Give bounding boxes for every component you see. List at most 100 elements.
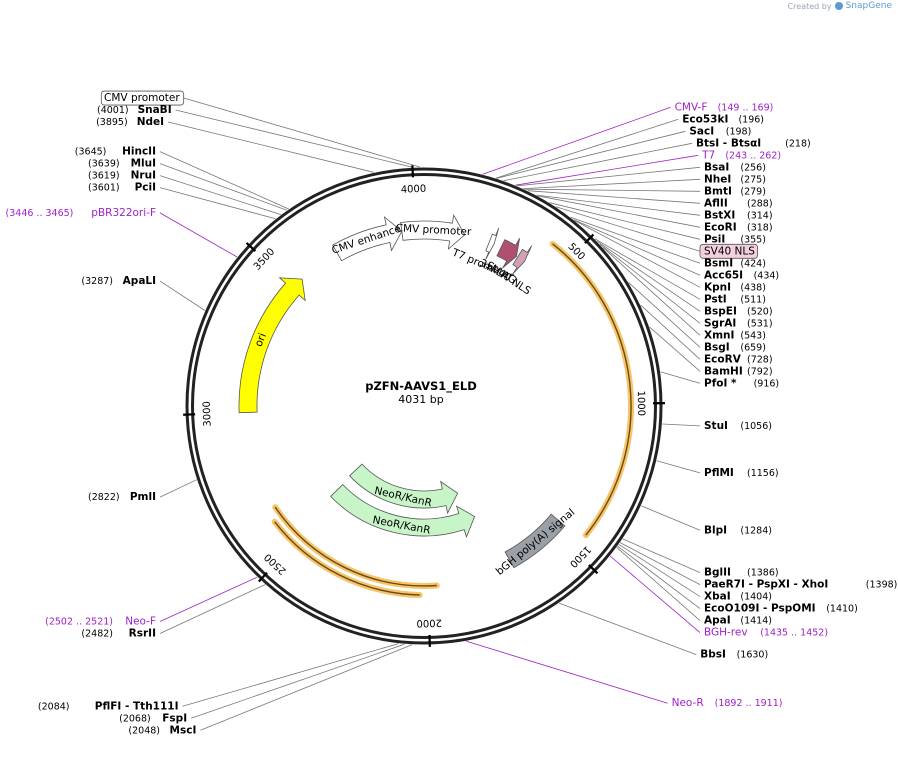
site-enz[interactable]: EcoO109I - PspOMI(1410) — [704, 603, 858, 615]
site-enz[interactable]: PmlI(2822) — [88, 491, 156, 503]
site-enz[interactable]: MscI(2048) — [128, 724, 196, 736]
site-position: (916) — [754, 378, 780, 389]
site-enz[interactable]: BsaI(256) — [704, 161, 766, 173]
site-enz[interactable]: PflFI - Tth111I(2084) — [38, 700, 179, 712]
site-prim[interactable]: BGH-rev(1435 .. 1452) — [704, 627, 828, 639]
site-enz[interactable]: BsgI(659) — [704, 341, 766, 353]
site-position: (3645) — [75, 147, 107, 158]
tick-label: 1000 — [635, 391, 646, 417]
site-enz[interactable]: MluI(3639) — [88, 158, 156, 170]
leader-line — [618, 546, 701, 608]
site-position: (2048) — [128, 725, 160, 736]
site-labels: CMV-F(149 .. 169)Eco53kI(196)SacI(198)Bt… — [6, 91, 898, 736]
site-position: (1630) — [737, 650, 769, 661]
site-position: (2822) — [88, 492, 120, 503]
leader-line — [466, 641, 667, 703]
leader-line — [160, 152, 289, 209]
site-name: BsaI — [704, 161, 729, 173]
site-box[interactable]: CMV promoter — [101, 91, 183, 105]
site-position: (1414) — [740, 616, 772, 627]
site-enz[interactable]: XmnI(543) — [704, 329, 766, 341]
site-name: BsmI — [704, 257, 733, 269]
site-prim[interactable]: Neo-F(2502 .. 2521) — [45, 615, 156, 627]
tick-label: 2000 — [416, 617, 442, 629]
site-position: (1056) — [740, 421, 772, 432]
site-enz[interactable]: FspI(2068) — [119, 712, 187, 724]
leader-line — [617, 547, 700, 620]
site-enz[interactable]: BamHI (792) — [704, 365, 773, 377]
site-prim[interactable]: Neo-R(1892 .. 1911) — [672, 697, 783, 709]
site-enz[interactable]: HincII(3645) — [75, 146, 156, 158]
site-position: (2482) — [81, 628, 113, 639]
site-enz[interactable]: KpnI(438) — [704, 281, 766, 293]
site-name: KpnI — [704, 281, 731, 293]
site-position: (243 .. 262) — [725, 150, 781, 161]
site-position: (198) — [726, 126, 752, 137]
site-enz[interactable]: Eco53kI(196) — [682, 113, 764, 125]
plasmid-length: 4031 bp — [398, 393, 443, 406]
site-enz[interactable]: BbsI(1630) — [700, 649, 768, 661]
site-enz[interactable]: SacI(198) — [689, 125, 751, 137]
site-position: (3895) — [96, 117, 128, 128]
site-enz[interactable]: NheI(275) — [704, 173, 766, 185]
leader-line — [641, 506, 700, 531]
site-enz[interactable]: NruI(3619) — [88, 170, 156, 182]
site-position: (424) — [740, 258, 766, 269]
site-prim[interactable]: pBR322ori-F(3446 .. 3465) — [6, 207, 156, 219]
site-enz[interactable]: XbaI(1404) — [704, 591, 772, 603]
site-enz[interactable]: BsmI (424) — [704, 257, 766, 269]
site-enz[interactable]: BglII(1386) — [704, 567, 779, 579]
site-enz[interactable]: BmtI(279) — [704, 185, 766, 197]
site-name: BtsI - BtsαI — [696, 137, 761, 149]
credit-brand: SnapGene — [846, 1, 892, 11]
site-name: RsrII — [129, 627, 156, 639]
site-enz[interactable]: Acc65I(434) — [704, 269, 779, 281]
boxed-feature-label: CMV promoter — [104, 92, 180, 104]
site-name: pBR322ori-F — [91, 207, 156, 219]
site-enz[interactable]: StuI(1056) — [704, 420, 772, 432]
leader-line — [183, 644, 399, 707]
site-enz[interactable]: NdeI(3895) — [96, 116, 164, 128]
site-position: (792) — [747, 366, 773, 377]
site-enz[interactable]: PflMI(1156) — [704, 467, 779, 479]
site-enz[interactable]: EcoRI(318) — [704, 221, 773, 233]
site-position: (531) — [747, 318, 773, 329]
site-enz[interactable]: PfoI *(916) — [704, 377, 779, 389]
site-prim[interactable]: T7(243 .. 262) — [701, 149, 781, 161]
leader-line — [571, 217, 700, 263]
site-name: BmtI — [704, 185, 732, 197]
site-box[interactable]: SV40 NLS — [700, 244, 758, 258]
feature-ori[interactable] — [239, 278, 305, 413]
site-name: Neo-F — [125, 615, 156, 627]
site-enz[interactable]: PaeR7I - PspXI - XhoI(1398) — [704, 579, 897, 591]
backbone-outer-strand — [187, 169, 661, 643]
site-enz[interactable]: BlpI(1284) — [704, 524, 772, 536]
site-enz[interactable]: RsrII (2482) — [81, 627, 156, 639]
site-enz[interactable]: PciI(3601) — [88, 182, 156, 194]
snapgene-credit[interactable]: Created by SnapGene — [788, 1, 892, 11]
site-enz[interactable]: SgrAI(531) — [704, 317, 773, 329]
leader-line — [600, 244, 700, 323]
feature-t7-promoter[interactable] — [486, 228, 499, 260]
site-enz[interactable]: BspEI(520) — [704, 305, 773, 317]
site-name: BamHI — [704, 365, 743, 377]
site-enz[interactable]: BtsI - BtsαI (218) — [696, 137, 811, 149]
site-enz[interactable]: BstXI(314) — [704, 209, 773, 221]
site-enz[interactable]: PstI(511) — [704, 293, 766, 305]
site-position: (218) — [785, 138, 811, 149]
snapgene-logo-icon — [835, 2, 843, 10]
leader-line — [662, 424, 700, 426]
site-name: Acc65I — [704, 269, 743, 281]
leader-line — [661, 372, 700, 383]
site-position: (543) — [740, 330, 766, 341]
leader-line — [623, 539, 700, 573]
site-enz[interactable]: AflII(288) — [704, 197, 773, 209]
site-enz[interactable]: EcoRV(728) — [704, 353, 773, 365]
site-enz[interactable]: ApaI(1414) — [704, 615, 772, 627]
site-name: CMV-F — [675, 101, 708, 113]
site-name: EcoO109I - PspOMI — [704, 603, 816, 615]
site-enz[interactable]: ApaLI(3287) — [81, 275, 156, 287]
site-prim[interactable]: CMV-F(149 .. 169) — [675, 101, 774, 113]
site-enz[interactable]: PsiI(355) — [704, 233, 766, 245]
site-enz[interactable]: SnaBI(4001) — [97, 104, 172, 116]
